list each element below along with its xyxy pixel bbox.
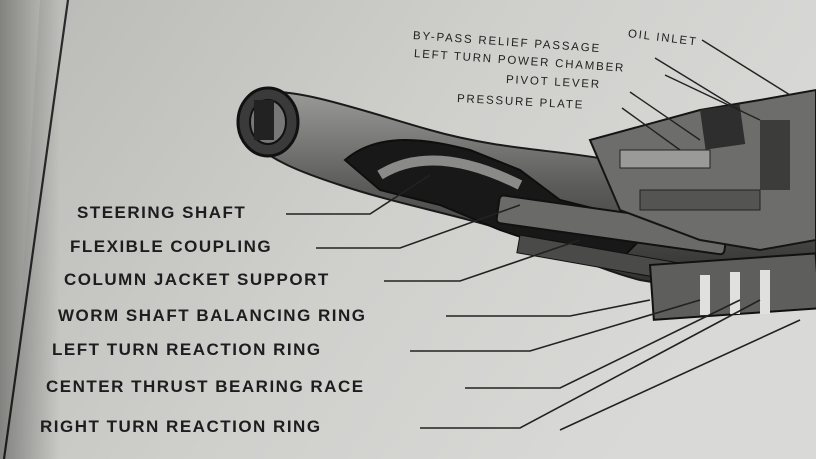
label-right-turn-reaction-ring: RIGHT TURN REACTION RING (40, 417, 322, 436)
label-center-thrust-bearing-race: CENTER THRUST BEARING RACE (46, 377, 365, 396)
label-worm-shaft-balancing-ring: WORM SHAFT BALANCING RING (58, 306, 367, 325)
label-steering-shaft: STEERING SHAFT (77, 203, 247, 222)
steering-column-illustration (236, 86, 816, 321)
leader-lines (286, 174, 801, 431)
label-flexible-coupling: FLEXIBLE COUPLING (70, 237, 273, 256)
label-left-turn-reaction-ring: LEFT TURN REACTION RING (52, 340, 322, 359)
label-column-jacket-support: COLUMN JACKET SUPPORT (64, 270, 330, 289)
